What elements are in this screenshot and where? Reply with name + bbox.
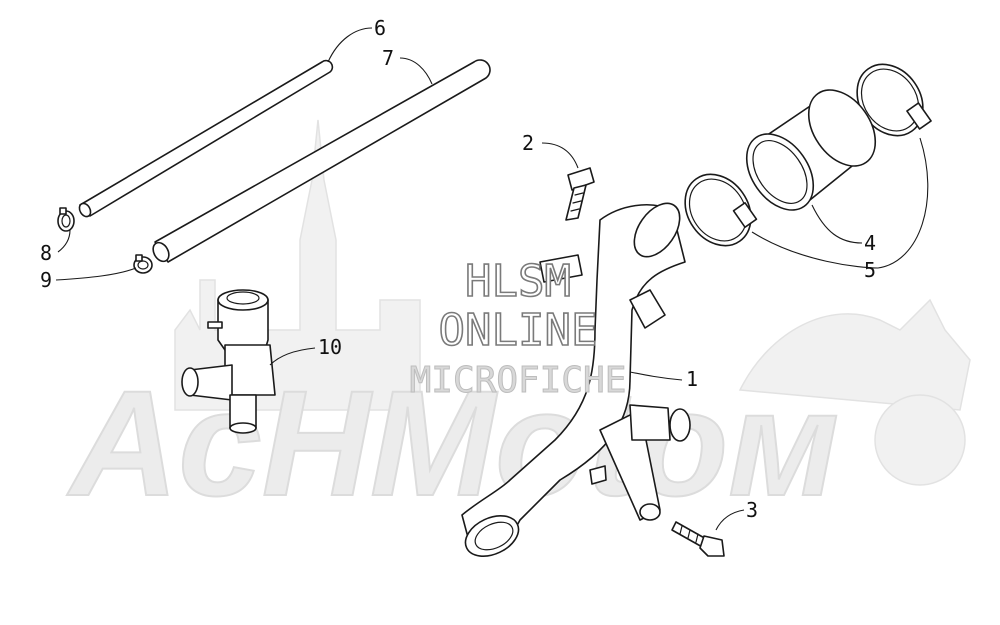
callout-2: 2: [522, 131, 534, 155]
watermark-line1: HLSM: [465, 256, 571, 307]
leader-1: [629, 371, 683, 381]
intake-elbow-1: [461, 202, 691, 557]
leader-4: [811, 204, 863, 244]
clamp-9: [133, 254, 153, 274]
sleeve-4: [745, 89, 877, 211]
leader-5a: [751, 231, 879, 269]
leader-8: [57, 229, 71, 253]
callout-labels: 1 2 3 4 5 6 7 8 9 10: [40, 16, 876, 522]
callout-8: 8: [40, 241, 52, 265]
bolt-3: [671, 521, 725, 557]
callout-4: 4: [864, 231, 876, 255]
leader-10: [269, 347, 316, 366]
bolt-2: [565, 167, 595, 221]
valve-10: [181, 289, 276, 434]
leader-3: [715, 509, 745, 531]
callout-1: 1: [686, 367, 698, 391]
callout-6: 6: [374, 16, 386, 40]
hlsm-watermark: HLSM ONLINE MICROFICHE: [409, 255, 627, 401]
callout-9: 9: [40, 268, 52, 292]
leader-6: [327, 27, 373, 63]
clamp-8: [57, 207, 75, 232]
hose-clamp-5b: [856, 63, 932, 137]
hose-clamp-5a: [684, 173, 758, 247]
leader-2: [541, 142, 579, 169]
leader-5b: [877, 137, 929, 269]
leader-lines: [55, 27, 929, 531]
leader-9: [55, 267, 137, 281]
callout-10: 10: [318, 335, 342, 359]
callout-5: 5: [864, 258, 876, 282]
callout-3: 3: [746, 498, 758, 522]
tube-6: [78, 59, 334, 218]
watermark-line3: MICROFICHE: [410, 360, 627, 401]
watermark-line2: ONLINE: [439, 305, 598, 356]
leader-7: [399, 57, 433, 85]
tube-7: [152, 59, 491, 263]
callout-7: 7: [382, 46, 394, 70]
